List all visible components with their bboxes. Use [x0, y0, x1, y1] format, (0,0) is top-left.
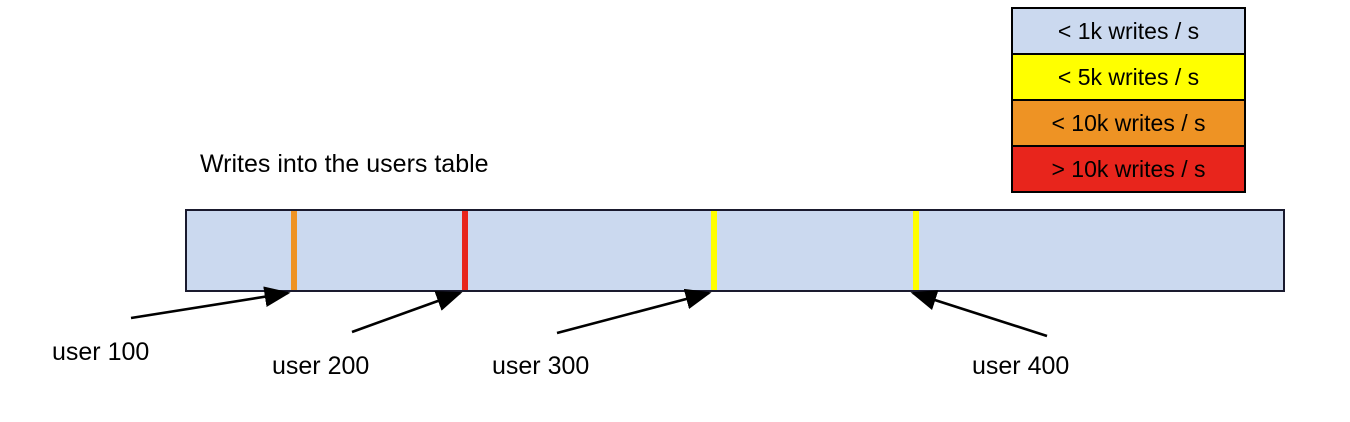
- chart-title: Writes into the users table: [200, 150, 489, 178]
- callout-arrow-user-400: [910, 290, 1048, 338]
- marker-stripe-user-200: [462, 211, 468, 290]
- callout-label-user-200: user 200: [272, 352, 370, 380]
- legend-label-lt-1k: < 1k writes / s: [1057, 17, 1200, 44]
- marker-stripe-user-100: [291, 211, 297, 290]
- legend-row-lt-10k: < 10k writes / s: [1013, 101, 1244, 147]
- callout-label-user-100: user 100: [52, 338, 150, 366]
- legend-row-lt-1k: < 1k writes / s: [1013, 9, 1244, 55]
- legend-label-gt-10k: > 10k writes / s: [1051, 155, 1206, 182]
- callout-label-user-300: user 300: [492, 352, 590, 380]
- legend: < 1k writes / s < 5k writes / s < 10k wr…: [1011, 7, 1246, 193]
- callout-label-user-400: user 400: [972, 352, 1070, 380]
- marker-stripe-user-400: [913, 211, 919, 290]
- legend-label-lt-5k: < 5k writes / s: [1057, 63, 1200, 90]
- callout-arrow-user-100: [130, 286, 291, 320]
- callout-arrow-user-200: [351, 291, 463, 334]
- legend-row-gt-10k: > 10k writes / s: [1013, 147, 1244, 191]
- users-table-key-range-bar: [185, 209, 1285, 292]
- marker-stripe-user-300: [711, 211, 717, 290]
- legend-row-lt-5k: < 5k writes / s: [1013, 55, 1244, 101]
- legend-label-lt-10k: < 10k writes / s: [1051, 109, 1206, 136]
- callout-arrow-user-300: [556, 288, 712, 335]
